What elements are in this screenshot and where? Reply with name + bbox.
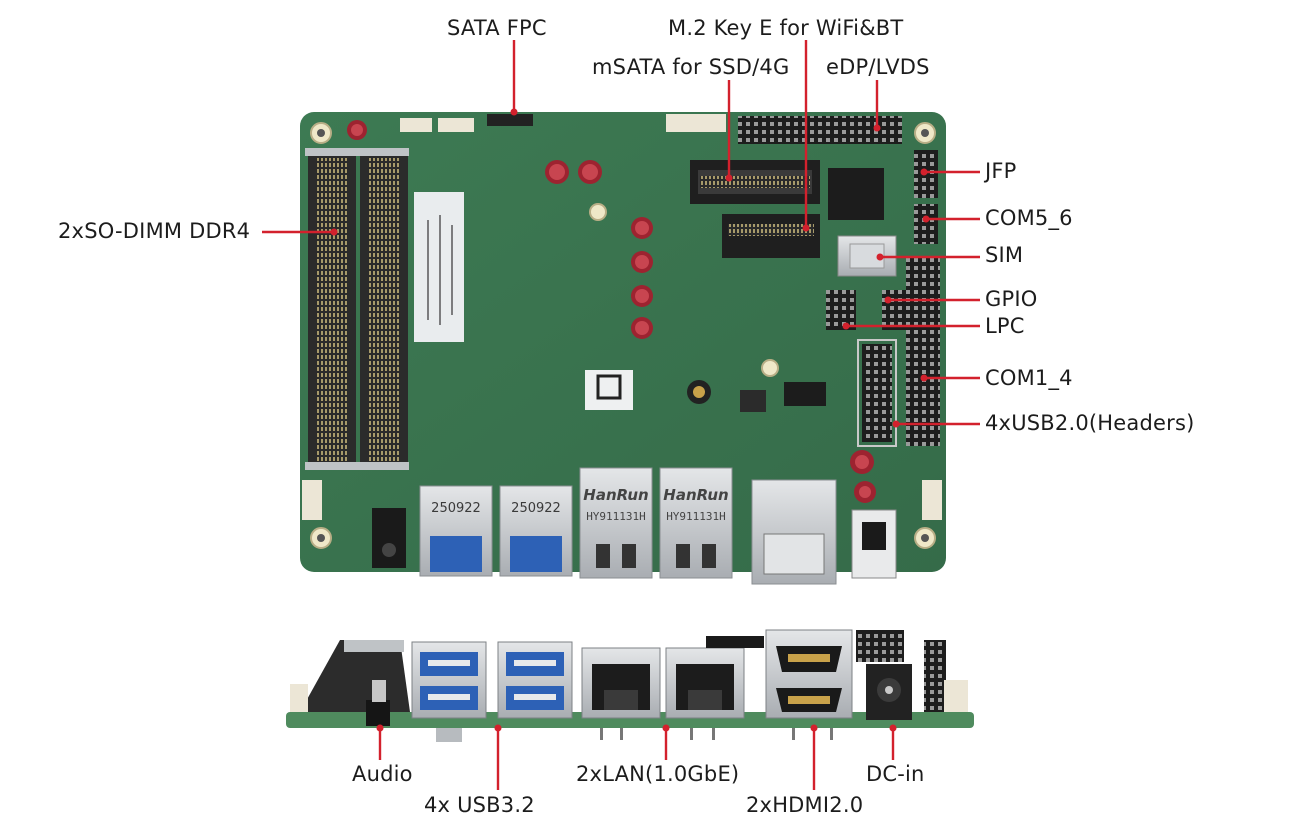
label-so-dimm: 2xSO-DIMM DDR4 [58,219,251,243]
label-com5-6: COM5_6 [985,206,1073,230]
label-sim: SIM [985,243,1024,267]
audio-jack-front [366,700,390,726]
usb32-front [411,641,573,719]
lan-model-2: HY911131H [666,510,726,523]
label-msata: mSATA for SSD/4G [592,55,790,79]
mounting-holes [310,122,936,549]
lan-brand-2: HanRun [663,486,728,504]
chipset [828,168,884,220]
m2-key-e-slot [722,214,820,258]
lpc-header [826,290,856,330]
label-gpio: GPIO [985,287,1038,311]
so-dimm-slots [305,148,409,470]
label-jfp: JFP [985,159,1017,183]
capacitors [347,120,876,503]
top-view-io: 250922 250922 HanRun HY911131H HanRun HY… [302,467,942,585]
label-com1-4: COM1_4 [985,366,1073,390]
label-dc-in: DC-in [866,762,925,786]
fan-connector [400,118,432,132]
lan-port-2-top [659,467,733,579]
label-m2-key-e: M.2 Key E for WiFi&BT [668,16,904,40]
label-sata-fpc: SATA FPC [447,16,547,40]
usb-date-1: 250922 [431,501,481,516]
lan-model-1: HY911131H [586,510,646,523]
leader-dots [330,108,930,732]
usb-date-2: 250922 [511,501,561,516]
label-audio: Audio [352,762,413,786]
label-usb32: 4x USB3.2 [424,793,535,817]
msata-slot [690,160,820,204]
com5-6-header [914,204,938,244]
front-view-board [286,629,974,742]
top-view-board: 250922 250922 HanRun HY911131H HanRun HY… [300,112,946,585]
label-hdmi: 2xHDMI2.0 [746,793,864,817]
usb2-headers-outline [857,339,897,447]
audio-jack-top [372,508,406,568]
leader-lines [262,40,980,790]
label-lan: 2xLAN(1.0GbE) [576,762,740,786]
gpio-header [882,290,906,330]
label-lpc: LPC [985,314,1025,338]
usb2-headers [862,344,892,442]
com1-4-header [906,256,940,446]
label-usb2-headers: 4xUSB2.0(Headers) [985,411,1195,435]
serial-sticker [414,192,464,342]
label-edp-lvds: eDP/LVDS [826,55,930,79]
hdmi-front [706,629,853,719]
lan-brand-1: HanRun [583,486,648,504]
lan-front [581,647,745,719]
sata-fpc-connector [487,114,533,126]
lan-port-1-top [579,467,653,579]
